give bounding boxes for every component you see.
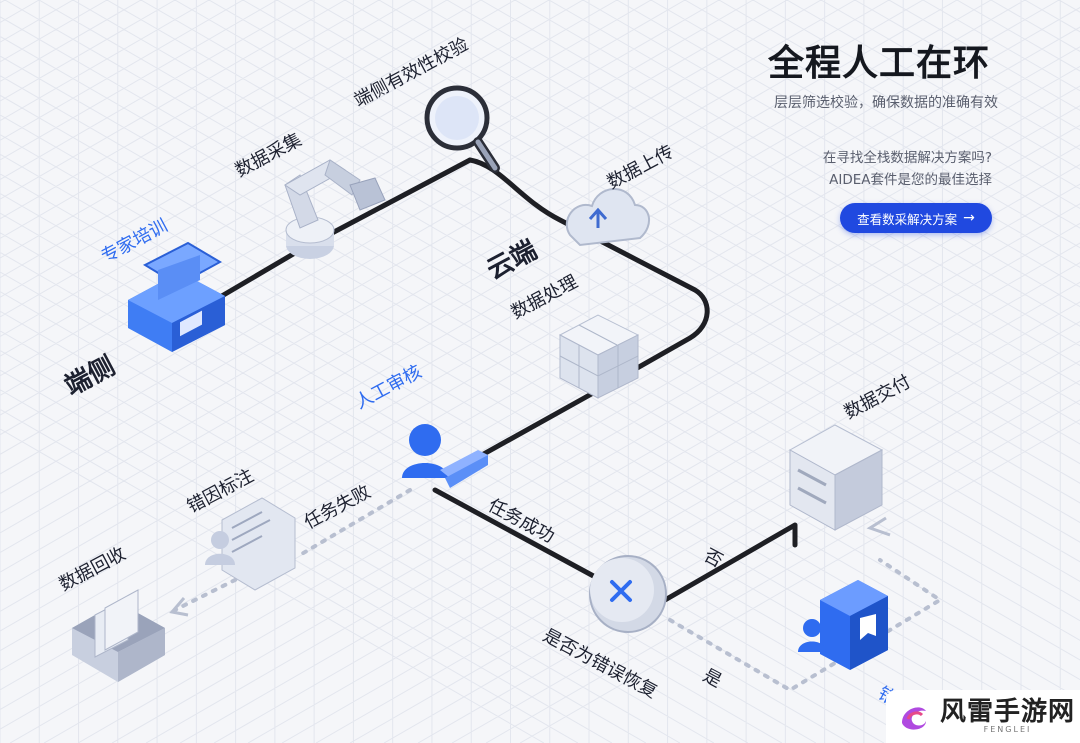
decision-node-icon: [589, 555, 667, 633]
dotted-line-fail: [298, 488, 412, 557]
view-solution-button[interactable]: 查看数采解决方案 →: [840, 203, 992, 233]
expert-training-icon: [128, 241, 225, 352]
dotted-line-recall: [173, 573, 247, 612]
flow-line-success: [432, 487, 613, 588]
brand-sub: FENGLEI: [983, 725, 1032, 734]
delivery-arrowhead: [866, 516, 891, 537]
robot-arm-icon: [284, 159, 386, 259]
page-subtitle: 层层筛选校验，确保数据的准确有效: [774, 95, 998, 111]
arrow-right-icon: →: [963, 210, 975, 226]
server-icon: [788, 424, 884, 531]
magnifier-icon: [424, 85, 500, 173]
page-title: 全程人工在环: [768, 43, 991, 84]
brand-watermark: 风雷手游网 FENGLEI: [886, 690, 1080, 743]
cloud-upload-icon: [565, 188, 650, 247]
recall-arrowhead: [169, 597, 189, 617]
promo-question: 在寻找全栈数据解决方案吗?: [822, 150, 992, 166]
brand-logo-icon: [902, 706, 926, 730]
dotted-line-yes: [668, 558, 944, 693]
error-annotation-icon: [205, 497, 296, 591]
flow-line-delivery: [662, 522, 798, 603]
manual-review-icon: [402, 424, 488, 488]
data-recall-box-icon: [72, 589, 165, 682]
promo-answer: AIDEA套件是您的最佳选择: [829, 172, 992, 188]
view-solution-label: 查看数采解决方案: [857, 211, 958, 227]
brand-name: 风雷手游网: [940, 697, 1076, 727]
error-bookmark-icon: [798, 580, 888, 670]
processing-cube-icon: [558, 314, 640, 399]
